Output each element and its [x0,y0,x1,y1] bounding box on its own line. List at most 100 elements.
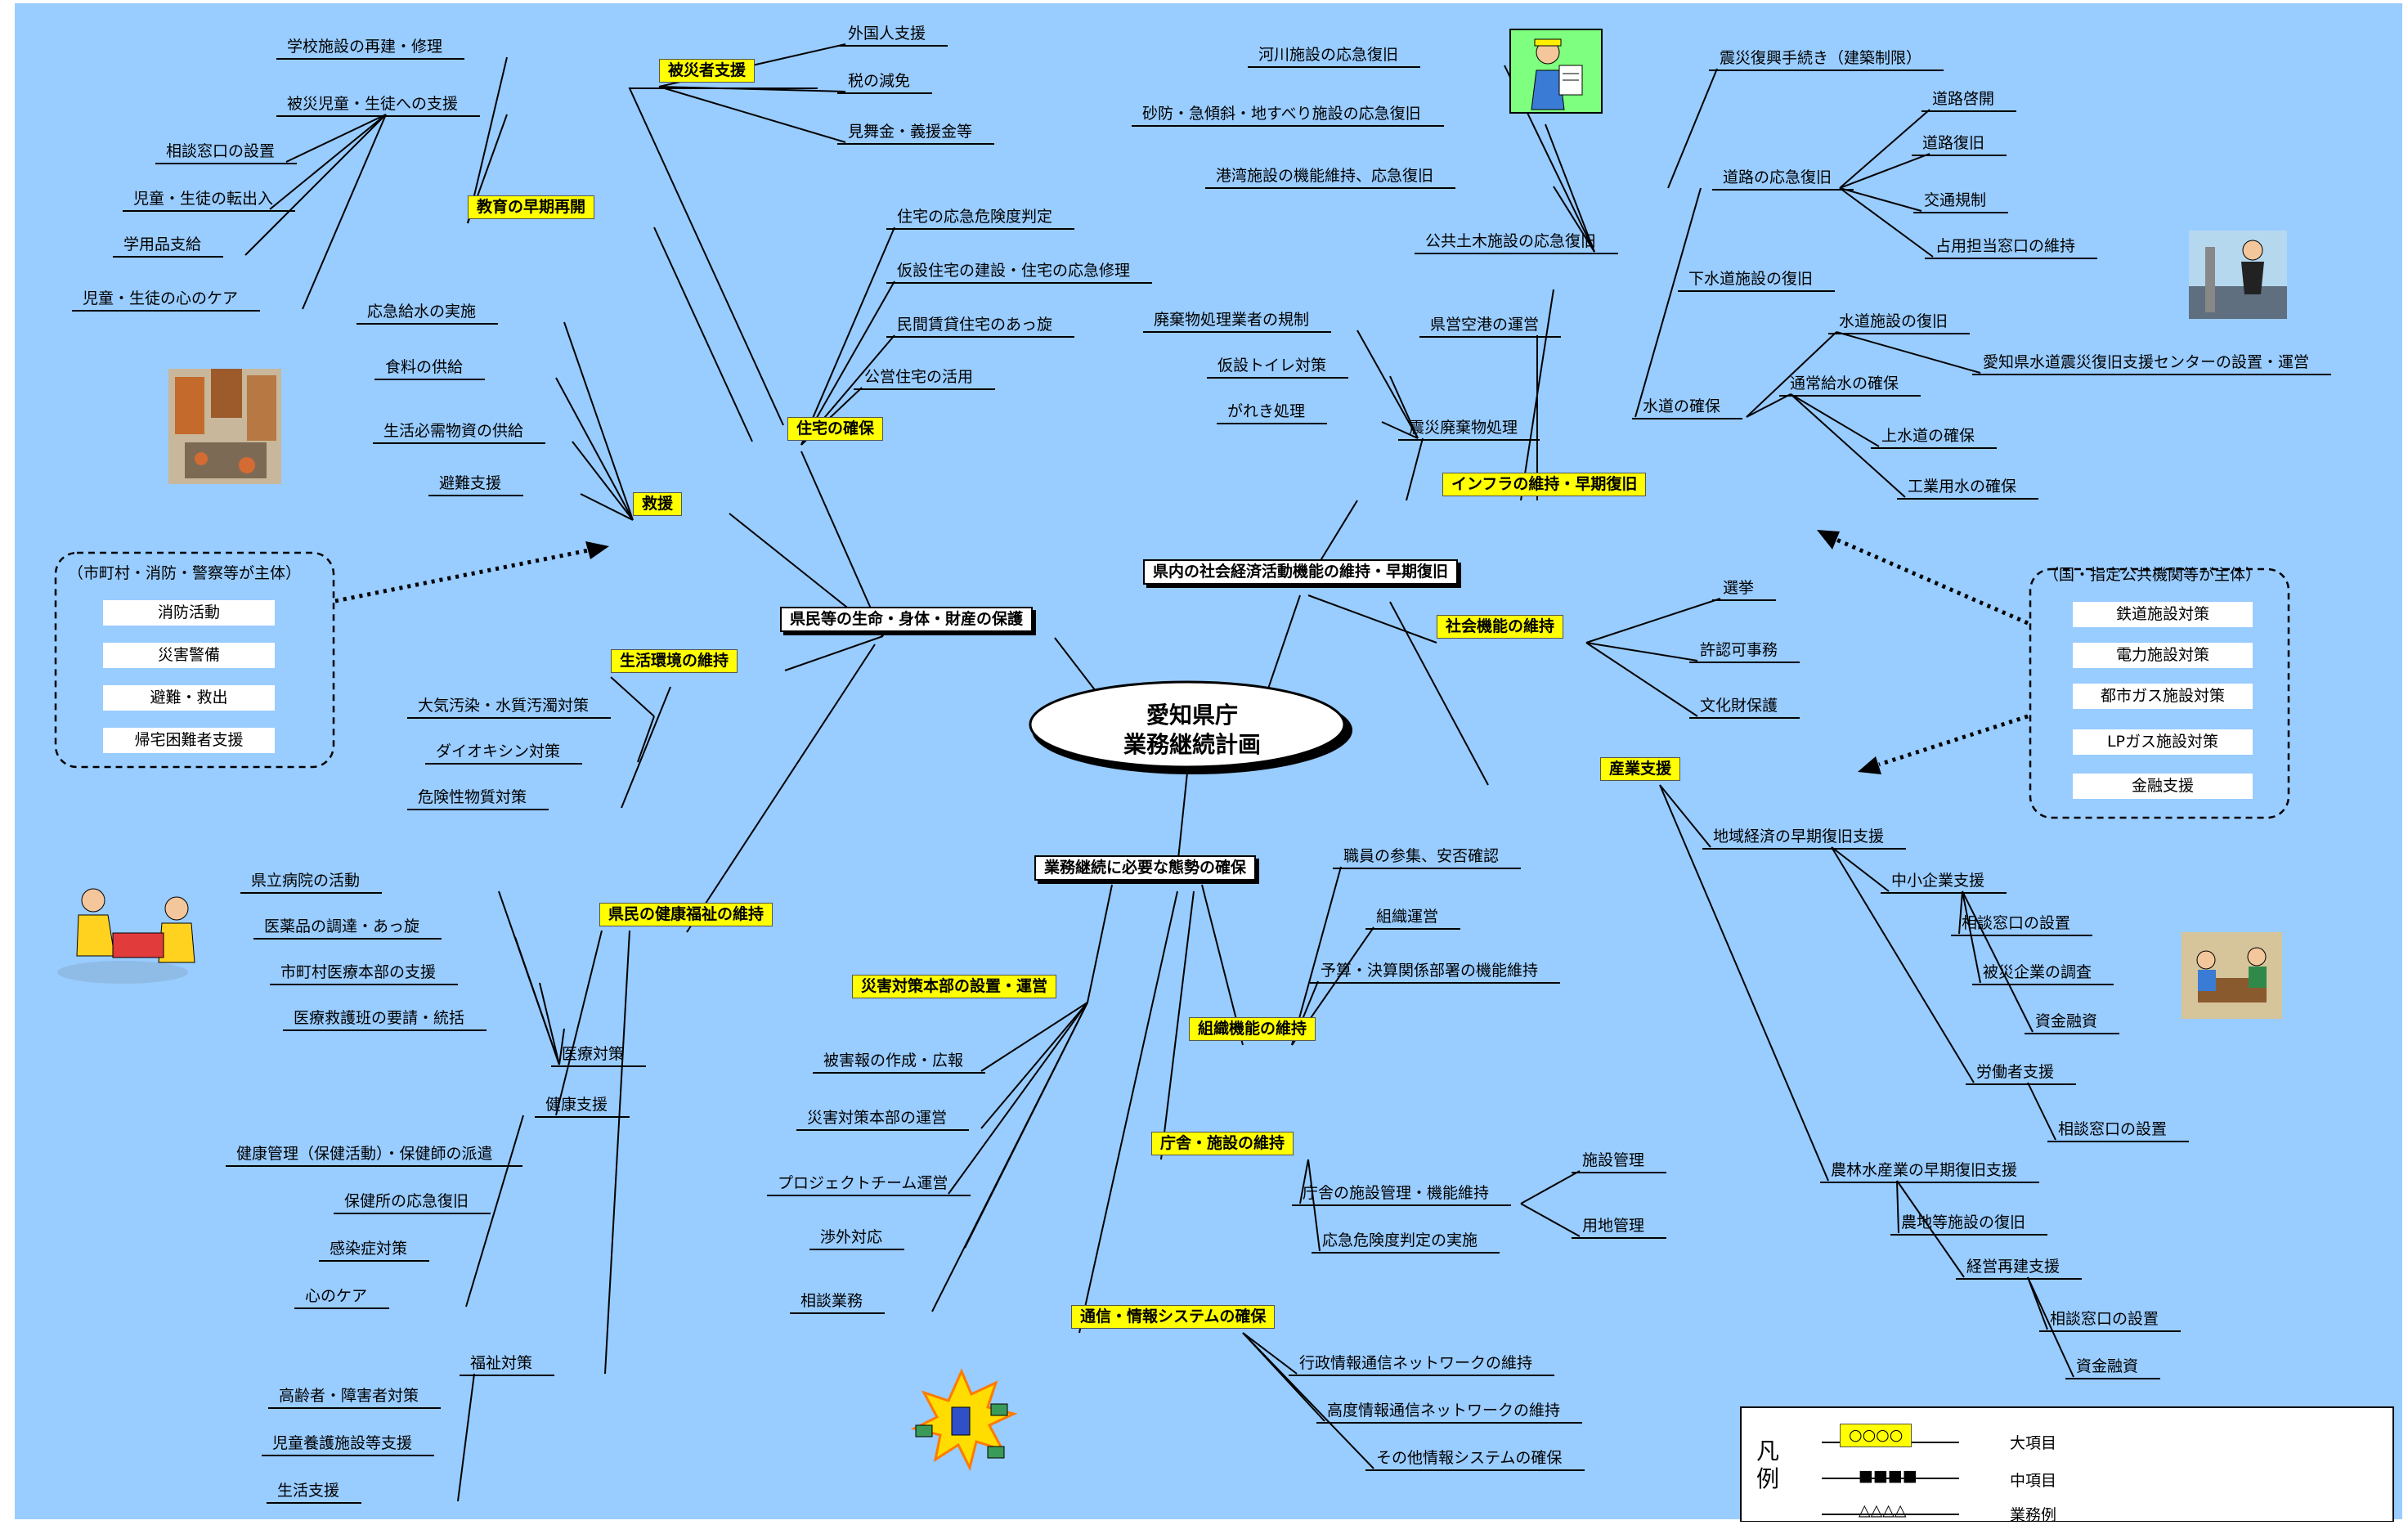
left-box-item: 災害警備 [103,643,275,668]
connector-line [1299,1159,1309,1204]
node-t-taiki: 大気汚染・水質汚濁対策 [418,697,590,715]
right-box-title: （国・指定公共機関等が主体） [2043,566,2262,584]
connector-line [621,686,671,809]
node-t-kansen: 感染症対策 [330,1240,408,1258]
node-t-sodan2: 相談窓口の設置 [1962,914,2071,932]
connector-line [269,114,387,210]
business-meeting-icon [2182,932,2282,1019]
node-t-kogyo: 工業用水の確保 [1908,478,2017,496]
connector-line [1839,153,1930,189]
connector-line [302,114,387,310]
node-y-saigai: 災害対策本部の設置・運営 [852,975,1057,998]
node-t-sodan3: 相談窓口の設置 [2058,1120,2168,1138]
node-t-seikatsushien: 生活支援 [277,1482,340,1500]
node-t-fukko: 震災復興手続き（建築制限） [1720,49,1922,67]
right-dashed-box [2029,567,2290,819]
connector-line [658,86,846,92]
node-t-kasen: 河川施設の応急復旧 [1258,46,1399,64]
connector-line [1962,890,1981,984]
connector-line [1291,866,1342,1046]
node-t-josui: 上水道の確保 [1881,427,1975,445]
connector-line [1839,187,1934,258]
connector-line [1958,890,1963,935]
node-t-gaikoku: 外国人支援 [848,25,926,43]
connector-line [1790,393,1906,498]
connector-line [800,451,884,637]
node-t-sabo: 砂防・急傾斜・地すべり施設の応急復旧 [1142,105,1421,123]
legend-title: 凡 例 [1756,1438,1779,1492]
node-t-sodan4: 相談窓口の設置 [2050,1310,2159,1328]
connector-line [653,227,753,442]
node-t-sankyu: 職員の参集、安否確認 [1343,847,1500,865]
connector-line [1406,437,1424,501]
connector-line [244,114,387,256]
connector-line [2027,1082,2056,1141]
legend-major-label: 大項目 [2010,1434,2057,1452]
node-t-kotsu: 交通規制 [1924,191,1987,209]
node-t-kiken: 住宅の応急危険度判定 [897,208,1053,226]
connector-line [580,493,634,521]
node-t-kokoro1: 児童・生徒の心のケア [83,289,239,307]
node-t-gakko: 学校施設の再建・修理 [287,38,443,56]
node-y-kenko: 県民の健康福祉の維持 [599,903,774,926]
connector-line [604,930,630,1375]
node-t-kodo: 高度情報通信ネットワークの維持 [1327,1402,1561,1420]
connector-line [980,1002,1088,1129]
node-t-gakuyo: 学用品支給 [123,235,202,253]
node-t-iryo: 医療対策 [562,1045,625,1063]
connector-line [931,1002,1088,1312]
node-t-honbu: 災害対策本部の運営 [807,1109,948,1127]
node-t-dorofukkyu: 道路復旧 [1922,134,1985,152]
right-box-item: LPガス施設対策 [2073,729,2253,755]
node-t-gareki: がれき処理 [1227,402,1306,420]
node-t-hinan: 避難支援 [439,474,502,492]
node-t-kokyo: 公共土木施設の応急復旧 [1425,232,1597,250]
connector-line [1831,846,1975,1083]
connector-line [1381,421,1419,439]
connector-line [1389,601,1489,786]
connector-line [1160,890,1195,1160]
connector-line [628,87,818,426]
node-t-yosan: 予算・決算関係部署の機能維持 [1321,962,1539,980]
legend-title-char: 例 [1756,1464,1780,1492]
node-t-shisetsu: 施設管理 [1582,1151,1645,1169]
node-t-busshi: 生活必需物資の供給 [383,422,524,440]
node-t-kowan: 港湾施設の機能維持、応急復旧 [1216,167,1434,185]
connector-line [658,86,846,143]
connector-line [285,114,387,163]
center-title-line2: 業務継続計画 [1123,731,1261,758]
connector-line [1839,187,1922,212]
node-t-minkan: 民間賃貸住宅のあっ旋 [897,316,1053,334]
node-t-fukushi: 福祉対策 [470,1354,533,1372]
node-t-kokoro2: 心のケア [305,1287,368,1305]
right-dotted-arrow-2 [1878,714,2029,767]
connector-line [637,715,655,763]
node-t-kyugohan: 医療救護班の要請・統括 [294,1009,465,1027]
legend-task-label: 業務例 [2010,1506,2057,1524]
node-t-pt: プロジェクトチーム運営 [778,1174,948,1192]
connector-line [1553,186,1595,253]
left-box-item: 消防活動 [103,600,275,626]
connector-line [1962,890,2034,1033]
node-t-suidocenter: 愛知県水道震災復旧支援センターの設置・運営 [1983,353,2310,371]
connector-line [1896,1180,1899,1234]
node-t-keiei: 経営再建支援 [1966,1258,2060,1276]
node-t-kikenbutsu: 危険性物質対策 [418,788,527,806]
right-box-item: 鉄道施設対策 [2073,602,2253,627]
connector-line [558,1028,565,1065]
node-y-kyoiku: 教育の早期再開 [468,195,595,219]
connector-line [980,1002,1088,1072]
node-t-kyoninka: 許認可事務 [1700,641,1778,659]
connector-line [2027,1276,2074,1378]
node-y-jutaku: 住宅の確保 [787,417,884,441]
node-t-nochi: 農地等施設の復旧 [1901,1213,2026,1231]
node-t-dioxin: ダイオキシン対策 [436,742,561,760]
node-t-zei: 税の減免 [848,72,911,90]
center-title: 愛知県庁 業務継続計画 [1029,684,1356,777]
node-t-shogai: 渉外対応 [820,1228,883,1246]
connector-line [457,1373,475,1502]
connector-line [784,635,884,671]
connector-line [1520,1203,1581,1237]
node-t-hisaijido: 被災児童・生徒への支援 [287,95,459,113]
